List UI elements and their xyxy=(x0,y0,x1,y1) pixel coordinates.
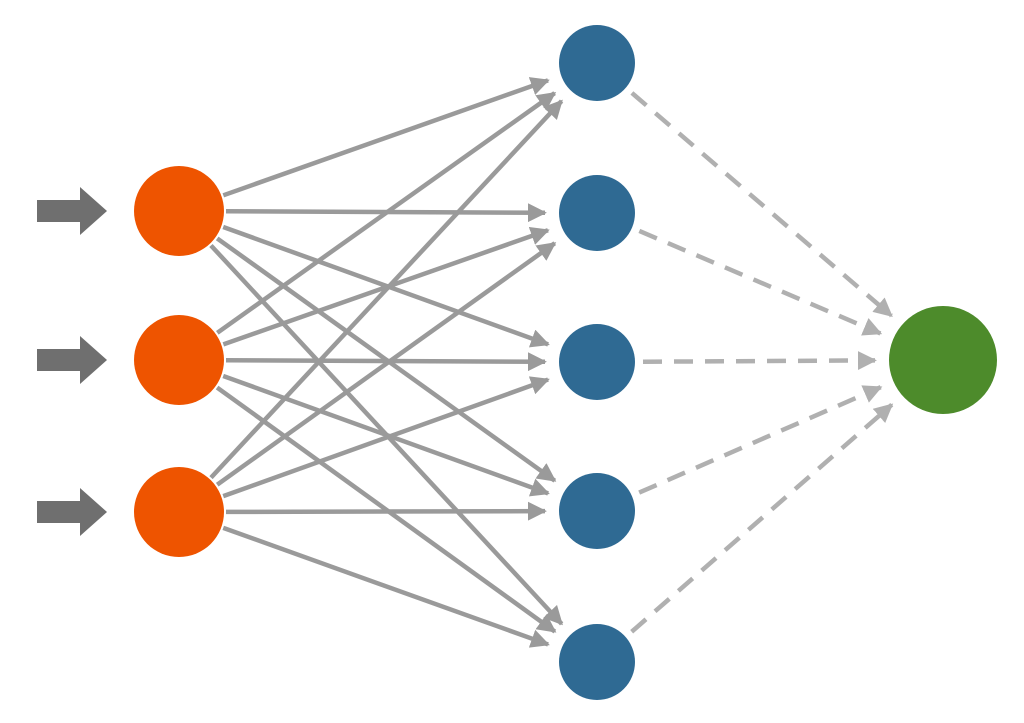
dashed-arrow-hidden-3-to-output xyxy=(642,351,877,370)
hidden-node-1 xyxy=(559,25,635,101)
input-arrow-icon xyxy=(37,336,107,384)
connection-arrow-input-2-to-hidden-1 xyxy=(216,91,557,335)
input-arrow-icon xyxy=(37,187,107,235)
input-arrow-icon xyxy=(37,488,107,536)
connection-arrow-input-3-to-hidden-4 xyxy=(225,501,547,521)
dashed-arrow-hidden-2-to-output xyxy=(638,228,883,336)
input-arrows-group xyxy=(37,187,107,536)
dashed-arrow-hidden-1-to-output xyxy=(630,91,893,318)
dashed-arrow-hidden-4-to-output xyxy=(638,385,883,495)
hidden-node-5 xyxy=(559,624,635,700)
connection-arrow-input-3-to-hidden-3 xyxy=(222,376,550,499)
hidden-output-connections xyxy=(630,91,894,634)
input-node-1 xyxy=(134,166,224,256)
input-hidden-connections xyxy=(209,77,564,648)
hidden-node-3 xyxy=(559,324,635,400)
input-node-3 xyxy=(134,467,224,557)
connection-arrow-input-3-to-hidden-1 xyxy=(209,99,564,480)
connection-arrow-input-2-to-hidden-4 xyxy=(222,373,550,497)
hidden-node-2 xyxy=(559,175,635,251)
dashed-arrow-hidden-5-to-output xyxy=(630,403,894,634)
connection-arrow-input-1-to-hidden-1 xyxy=(222,77,550,198)
nodes-group xyxy=(134,25,997,700)
connection-arrow-input-2-to-hidden-3 xyxy=(225,352,547,372)
output-node-1 xyxy=(889,306,997,414)
hidden-node-4 xyxy=(559,473,635,549)
input-node-2 xyxy=(134,315,224,405)
connection-arrow-input-3-to-hidden-2 xyxy=(215,241,557,487)
connection-arrow-input-3-to-hidden-5 xyxy=(222,525,550,648)
